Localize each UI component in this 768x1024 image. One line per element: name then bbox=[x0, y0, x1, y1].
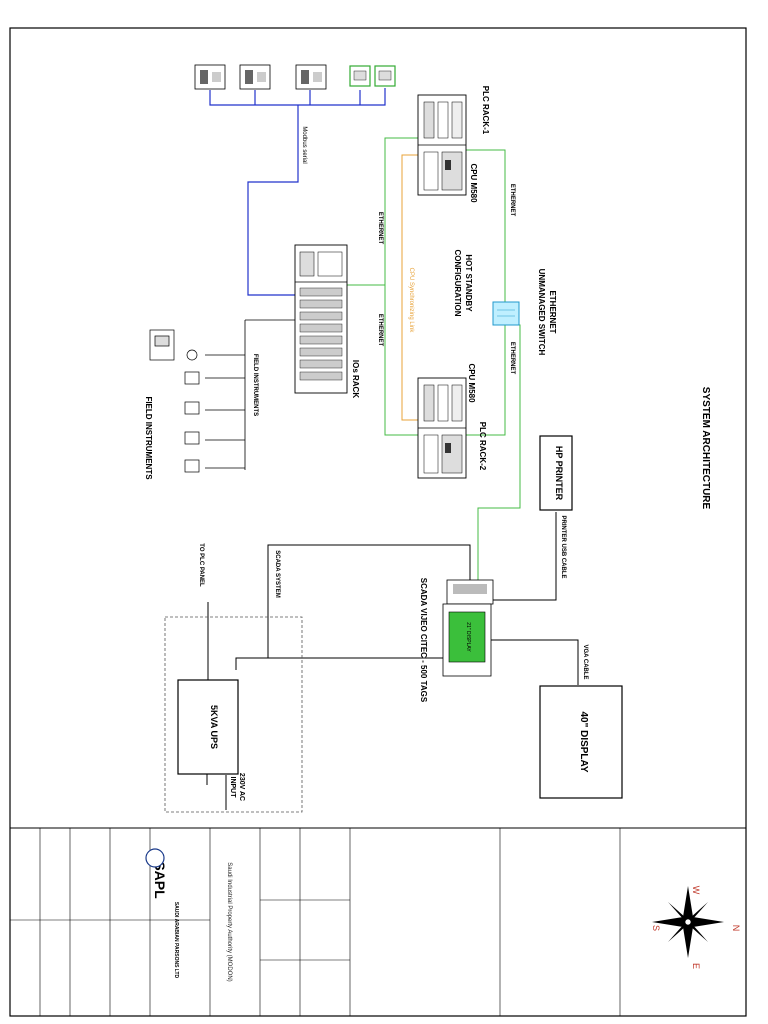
field-instrument-icons bbox=[149, 329, 200, 473]
drawing-border bbox=[9, 27, 747, 1017]
modbus-device-4 bbox=[349, 65, 371, 87]
hot-standby-label-2: CONFIGURATION bbox=[453, 250, 462, 317]
plc-rack-2 bbox=[417, 377, 467, 479]
compass-rose-icon bbox=[652, 886, 724, 958]
vga-cable-label: VGA CABLE bbox=[582, 644, 588, 679]
cpu-sync-link-line bbox=[401, 154, 420, 421]
plc-rack-1 bbox=[417, 94, 467, 196]
modbus-serial-label: Modbus serial bbox=[301, 126, 307, 163]
compass-e: E bbox=[691, 963, 701, 969]
contractor-abbr: SAPL bbox=[152, 861, 168, 899]
ethernet-lines bbox=[345, 137, 521, 580]
drawing-title: SYSTEM ARCHITECTURE bbox=[700, 387, 711, 510]
title-block bbox=[10, 828, 621, 1016]
io-rack bbox=[294, 244, 348, 394]
field-instruments-label: FIELD INSTRUMENTS bbox=[144, 396, 153, 480]
display-40 bbox=[539, 685, 623, 799]
scada-pc bbox=[442, 579, 494, 677]
plc-rack-2-label: PLC RACK-2 bbox=[478, 422, 487, 471]
compass-n: N bbox=[731, 925, 741, 932]
modbus-device-1 bbox=[194, 64, 226, 90]
ups-label: 5KVA UPS bbox=[209, 705, 219, 749]
printer-usb-cable-label: PRINTER USB CABLE bbox=[560, 515, 566, 578]
contractor-name: SAUDI ARABIAN PARSONS LTD bbox=[173, 902, 179, 979]
to-plc-panel-label: TO PLC PANEL bbox=[198, 543, 204, 587]
scada-system-label: SCADA SYSTEM bbox=[274, 550, 280, 597]
ethernet-label-1: ETHERNET bbox=[509, 184, 515, 217]
plc-rack-1-label: PLC RACK-1 bbox=[481, 86, 490, 135]
hot-standby-label-1: HOT STANDBY bbox=[464, 254, 473, 312]
ups-box bbox=[177, 679, 239, 775]
ethernet-switch-label-1: ETHERNET bbox=[548, 290, 557, 333]
cpu-m580-b-label: CPU M580 bbox=[467, 363, 476, 403]
modbus-device-5 bbox=[374, 65, 396, 87]
contractor-logo-icon bbox=[145, 848, 165, 868]
ethernet-label-3: ETHERNET bbox=[377, 212, 383, 245]
ethernet-switch bbox=[492, 301, 520, 326]
modbus-device-2 bbox=[239, 64, 271, 90]
ethernet-switch-label-2: UNMANAGED SWITCH bbox=[537, 269, 546, 356]
ups-panel-outline bbox=[164, 616, 303, 813]
ios-rack-label: IOs RACK bbox=[351, 360, 360, 398]
compass-w: W bbox=[691, 886, 701, 895]
cpu-m580-a-label: CPU M580 bbox=[469, 163, 478, 203]
field-instruments-small-label: FIELD INSTRUMENTS bbox=[252, 354, 258, 416]
ac-input-label-2: INPUT bbox=[229, 777, 236, 799]
ethernet-label-4: ETHERNET bbox=[377, 314, 383, 347]
compass-s: S bbox=[651, 925, 661, 931]
owner-name: Saudi Industrial Property Authority (MOD… bbox=[226, 862, 232, 981]
hp-printer bbox=[539, 435, 573, 511]
monitor-label: 21" DISPLAY bbox=[465, 622, 471, 652]
modbus-device-3 bbox=[295, 64, 327, 90]
scada-power-lines bbox=[206, 544, 471, 810]
cpu-sync-link-label: CPU Synchronizing Link bbox=[408, 268, 414, 334]
modbus-serial-lines bbox=[209, 88, 386, 296]
ethernet-label-2: ETHERNET bbox=[509, 342, 515, 375]
ac-input-label-1: 230V AC bbox=[238, 773, 245, 801]
field-instrument-wiring bbox=[205, 319, 295, 470]
cables bbox=[490, 512, 579, 685]
hp-printer-label: HP PRINTER bbox=[554, 446, 564, 501]
display-40-label: 40" DISPLAY bbox=[578, 711, 589, 772]
scada-vijeo-label: SCADA VIJEO CITEC - 500 TAGS bbox=[419, 578, 428, 703]
